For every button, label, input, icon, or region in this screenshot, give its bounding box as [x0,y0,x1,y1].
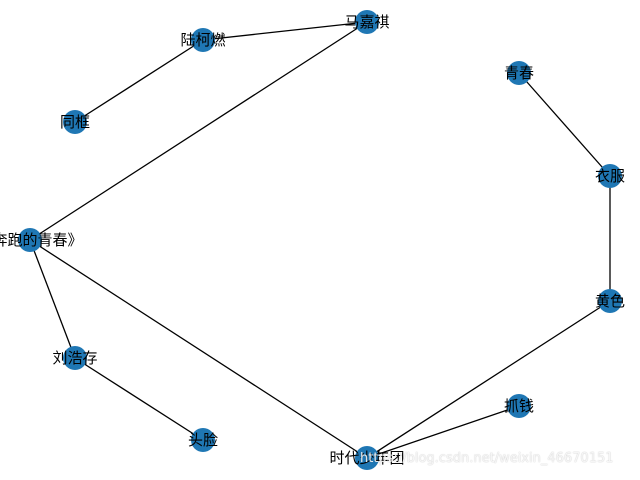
watermark-text: https://blog.csdn.net/weixin_46670151 [360,451,614,466]
node-circle-huangse [598,289,622,313]
node-circle-yifu [598,164,622,188]
node-qingchun: 青春 [504,61,534,85]
edge-liuhaocun-toulian [74,357,204,441]
node-circle-liuhaocun [63,346,87,370]
node-zhuaqian: 抓钱 [504,394,534,418]
edge-benpao-liuhaocun [29,239,76,359]
node-label-zhuaqian: 抓钱 [504,397,534,415]
node-tongkuang: 同框 [60,110,90,134]
node-yifu: 衣服 [595,164,625,188]
node-circle-qingchun [507,61,531,85]
node-label-luke: 陆柯燃 [180,31,225,49]
node-circle-luke [191,28,215,52]
node-circle-toulian [191,428,215,452]
node-label-toulian: 头脸 [188,431,218,449]
node-circle-shidai [355,446,379,470]
node-majiaqi: 马嘉祺 [344,10,390,34]
node-label-yifu: 衣服 [595,167,625,185]
node-huangse: 黄色 [595,289,625,313]
node-circle-benpao [18,228,42,252]
node-toulian: 头脸 [188,428,218,452]
node-circle-majiaqi [355,10,379,34]
edge-majiaqi-benpao [29,21,368,241]
node-circle-tongkuang [63,110,87,134]
node-circle-zhuaqian [507,394,531,418]
node-label-majiaqi: 马嘉祺 [344,13,389,31]
edge-layer [29,21,611,459]
node-label-tongkuang: 同框 [60,113,90,131]
node-liuhaocun: 刘浩存 [52,346,98,370]
node-shidai: 时代少年团 [329,446,405,470]
edge-luke-majiaqi [202,21,368,41]
edge-qingchun-yifu [518,72,611,177]
node-luke: 陆柯燃 [180,28,226,52]
edge-huangse-shidai [366,300,611,459]
edge-benpao-shidai [29,239,368,459]
node-label-benpao: 《奔跑的青春》 [0,231,83,249]
edge-shidai-zhuaqian [366,405,520,459]
node-label-liuhaocun: 刘浩存 [52,349,97,367]
node-label-huangse: 黄色 [595,292,625,310]
node-label-shidai: 时代少年团 [329,449,404,467]
node-benpao: 《奔跑的青春》 [0,228,83,252]
edge-luke-tongkuang [74,39,204,123]
node-label-qingchun: 青春 [504,64,534,82]
